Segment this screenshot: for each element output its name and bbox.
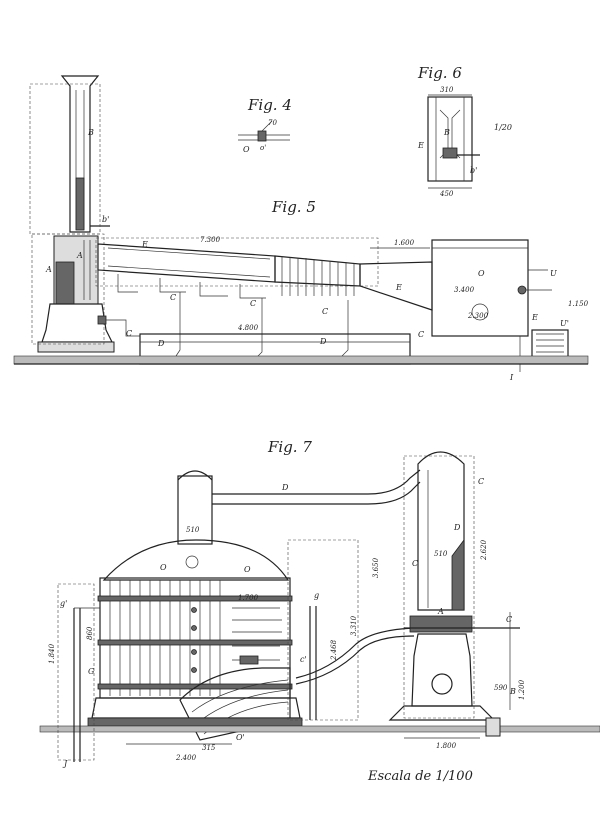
fig4-dim-70: 70 [268, 119, 277, 127]
fig7-dim-1800: 1.800 [436, 742, 457, 750]
fig7-label-g2: g [314, 591, 319, 600]
fig5-label-C5: C [418, 330, 424, 339]
fig5-title: Fig. 5 [271, 198, 316, 216]
fig5-label-C1: C [170, 293, 176, 302]
fig5-dim-1600: 1.600 [394, 239, 415, 247]
fig7-dim-2468: 2.468 [330, 639, 338, 661]
fig7-dim-315: 315 [202, 744, 216, 752]
fig5-label-I: I [509, 373, 514, 382]
fig5-dim-1150: 1.150 [568, 300, 589, 308]
fig5-label-E3: E [531, 313, 538, 322]
fig5-label-B: B [87, 128, 94, 137]
fig4-label-o: o' [260, 144, 266, 152]
fig7-dim-3650: 3.650 [372, 557, 380, 578]
figure-5: Fig. 5 B b' A A 7.300 E [13, 75, 589, 382]
fig7-label-O2: O [244, 565, 251, 574]
fig4-label-O: O [243, 145, 250, 154]
fig7-dim-860: 860 [86, 626, 94, 640]
fig7-dim-510: 510 [186, 526, 200, 534]
fig5-dim-3400: 3.400 [454, 286, 475, 294]
fig7-label-C: C [412, 559, 418, 568]
fig7-label-C2: C [478, 477, 484, 486]
fig5-label-U2: U' [560, 319, 569, 328]
fig6-label-E: E [417, 141, 424, 150]
fig6-label-B: B [443, 128, 450, 137]
fig7-label-D2: D [453, 523, 461, 532]
figure-7: Fig. 7 510 D O O 1.700 O' [39, 438, 600, 768]
fig7-title: Fig. 7 [267, 438, 312, 456]
fig5-label-C2: C [250, 299, 256, 308]
fig5-dim-4800: 4.800 [237, 324, 259, 332]
fig7-dim-2400: 2.400 [175, 754, 197, 762]
fig5-dim-2300: 2.300 [467, 312, 489, 320]
fig7-dim-1700: 1.700 [238, 594, 259, 602]
fig5-label-A2: A [76, 251, 83, 260]
fig7-dim-3310: 3.310 [350, 615, 358, 636]
fig5-label-C4: C [126, 329, 132, 338]
fig7-label-O: O [160, 563, 167, 572]
fig6-title: Fig. 6 [417, 64, 462, 82]
fig5-label-E2: E [395, 283, 402, 292]
fig5-label-O: O [478, 269, 485, 278]
figure-4: Fig. 4 70 O o' [238, 96, 292, 154]
fig7-label-B: B [509, 687, 516, 696]
fig7-label-c: c' [300, 655, 307, 664]
fig5-label-A: A [45, 265, 52, 274]
fig5-label-D2: D [319, 337, 327, 346]
fig7-label-A: A [437, 607, 444, 616]
fig5-label-U: U [550, 269, 557, 278]
fig6-dim-310: 310 [440, 86, 454, 94]
fig5-label-C3: C [322, 307, 328, 316]
figure-6: Fig. 6 310 E B b' 450 1/20 [417, 64, 512, 198]
fig6-dim-450: 450 [439, 190, 454, 198]
fig5-label-E: E [141, 240, 148, 249]
fig4-title: Fig. 4 [247, 96, 292, 114]
fig7-dim-590: 590 [494, 684, 508, 692]
fig7-dim-1840: 1.840 [48, 643, 56, 664]
fig7-label-G: G [88, 667, 95, 676]
fig7-label-J: J [62, 759, 68, 768]
fig7-label-C3: C [506, 615, 512, 624]
scale-caption: Escala de 1/100 [367, 769, 473, 784]
fig5-label-b: b' [102, 215, 109, 224]
fig7-label-O3: O' [236, 733, 245, 742]
fig5-label-D1: D [157, 339, 165, 348]
fig6-scale: 1/20 [494, 123, 512, 132]
fig6-label-b: b' [470, 166, 477, 175]
fig7-dim-510b: 510 [434, 550, 448, 558]
fig7-label-g: g' [60, 599, 67, 608]
fig7-dim-1200: 1.200 [518, 679, 526, 700]
fig7-dim-2620: 2.620 [480, 539, 488, 561]
fig5-dim-7300: 7.300 [200, 236, 221, 244]
fig7-label-D: D [281, 483, 289, 492]
